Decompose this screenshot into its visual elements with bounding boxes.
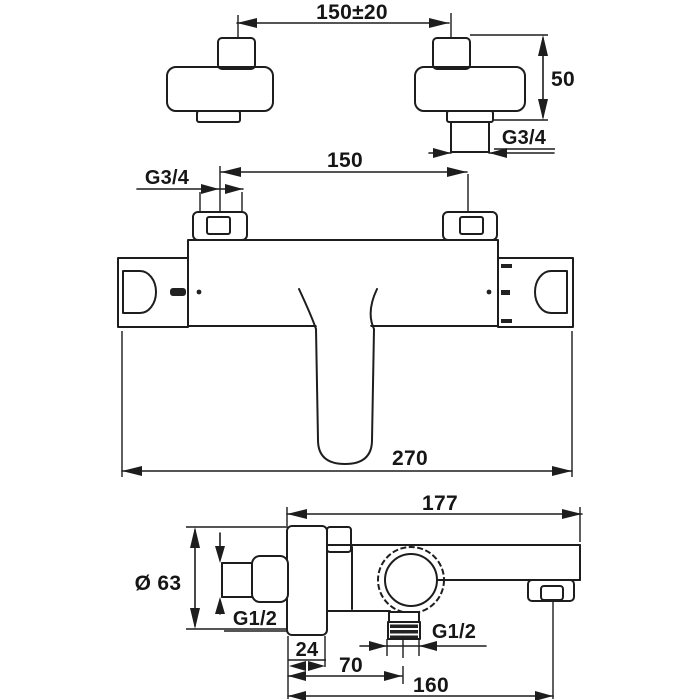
thread-label: G1/2	[432, 621, 476, 643]
front-view: 150 G3/4	[117, 149, 574, 477]
volume-handle	[486, 257, 574, 328]
left-s-union	[166, 37, 274, 123]
dim-arrowhead	[225, 184, 243, 194]
side-body	[326, 526, 581, 614]
union-tailpiece	[432, 37, 471, 70]
spout-aerator	[527, 579, 575, 602]
dim-arrowhead	[215, 546, 225, 563]
eco-button-mark	[170, 288, 186, 296]
thread-label: G3/4	[502, 127, 547, 149]
scale-tick	[501, 264, 512, 268]
dim-arrowhead	[237, 18, 257, 28]
dim-label-shower-offset: 70	[339, 654, 363, 677]
union-collar	[196, 110, 241, 123]
handle-cap-side	[384, 553, 438, 607]
dim-arrowhead	[489, 148, 507, 158]
handle-grip	[534, 270, 568, 314]
dim-span-150-20: 150±20	[236, 1, 452, 37]
dim-label-width: 270	[392, 447, 428, 470]
dim-arrowhead	[384, 671, 402, 681]
dim-height-50: 50	[470, 34, 575, 121]
spout-mask	[301, 291, 375, 462]
dim-spout-offset-160: 160	[287, 601, 554, 700]
dim-span-150: 150	[219, 149, 469, 212]
dim-arrowhead	[552, 466, 572, 476]
dim-flange-thickness-24: 24	[287, 636, 326, 699]
side-view: 177 Ø 63 G1/2	[135, 492, 583, 700]
spout-outline	[298, 288, 378, 465]
thread-band	[390, 635, 418, 638]
right-s-union	[414, 37, 526, 153]
union-body	[166, 66, 274, 112]
union-tailpiece	[217, 37, 256, 70]
dim-arrowhead	[122, 466, 142, 476]
handle-outline	[117, 257, 189, 328]
dim-arrowhead	[289, 661, 306, 671]
dim-arrowhead	[308, 661, 325, 671]
side-s-union	[221, 555, 289, 603]
thread-callout-g34-front: G3/4	[136, 167, 244, 212]
dim-width-270: 270	[121, 331, 573, 477]
dim-label-span: 150	[327, 149, 363, 172]
thread-band	[390, 630, 418, 634]
aerator-outline	[527, 579, 575, 602]
dim-arrowhead	[190, 608, 200, 629]
dim-arrowhead	[221, 167, 241, 177]
union-thread-pipe	[450, 121, 490, 153]
thread-callout-g34-top: G3/4	[428, 127, 555, 158]
dim-label-depth: 177	[422, 492, 458, 515]
dim-label-flange-diameter: Ø 63	[135, 572, 182, 595]
aerator-insert	[540, 585, 564, 601]
dim-arrowhead	[538, 99, 548, 120]
thread-callout-g12-shower: G1/2	[359, 621, 487, 658]
index-dot	[196, 289, 202, 295]
dim-arrowhead	[287, 509, 307, 519]
dim-arrowhead	[288, 691, 306, 700]
temperature-handle	[117, 257, 202, 328]
dim-label-spout-offset: 160	[413, 674, 449, 697]
dim-arrowhead	[215, 597, 225, 614]
union-collar	[446, 110, 494, 123]
thread-label: G3/4	[145, 167, 190, 189]
scale-tick	[501, 290, 510, 295]
nut-flat	[459, 216, 484, 235]
dim-arrowhead	[190, 527, 200, 548]
dim-flange-diameter: Ø 63	[135, 526, 288, 630]
dim-depth-177: 177	[286, 492, 583, 542]
thread-callout-g12-inlet: G1/2	[215, 532, 287, 632]
index-dot	[486, 289, 492, 295]
dim-arrowhead	[562, 509, 582, 519]
union-elbow	[251, 555, 289, 603]
left-inlet-nut	[192, 211, 248, 241]
dim-label-height: 50	[551, 68, 575, 91]
wall-flange	[286, 525, 328, 636]
scale-tick	[501, 319, 512, 323]
spout	[298, 288, 378, 465]
dim-arrowhead	[447, 167, 467, 177]
wall-unions-view: 150±20 50 G3/4	[166, 1, 575, 158]
dim-arrowhead	[369, 641, 387, 651]
union-body	[414, 66, 526, 112]
dim-arrowhead	[538, 35, 548, 56]
dim-arrowhead	[288, 671, 306, 681]
dim-arrowhead	[433, 148, 451, 158]
nut-flat	[206, 216, 231, 235]
shower-outlet	[387, 611, 421, 640]
thread-label: G1/2	[233, 608, 277, 630]
thread-band	[390, 624, 418, 628]
handle-grip	[122, 270, 157, 314]
top-inlet-nut-side	[326, 526, 352, 553]
dim-shower-offset-70: 70	[287, 654, 404, 684]
right-inlet-nut	[442, 211, 498, 241]
dim-label-span: 150±20	[316, 1, 388, 24]
dim-label-flange-thickness: 24	[296, 639, 319, 661]
dim-arrowhead	[535, 691, 553, 700]
dim-arrowhead	[201, 184, 219, 194]
dim-arrowhead	[419, 641, 437, 651]
dim-arrowhead	[429, 18, 449, 28]
handle-outline	[497, 257, 574, 328]
